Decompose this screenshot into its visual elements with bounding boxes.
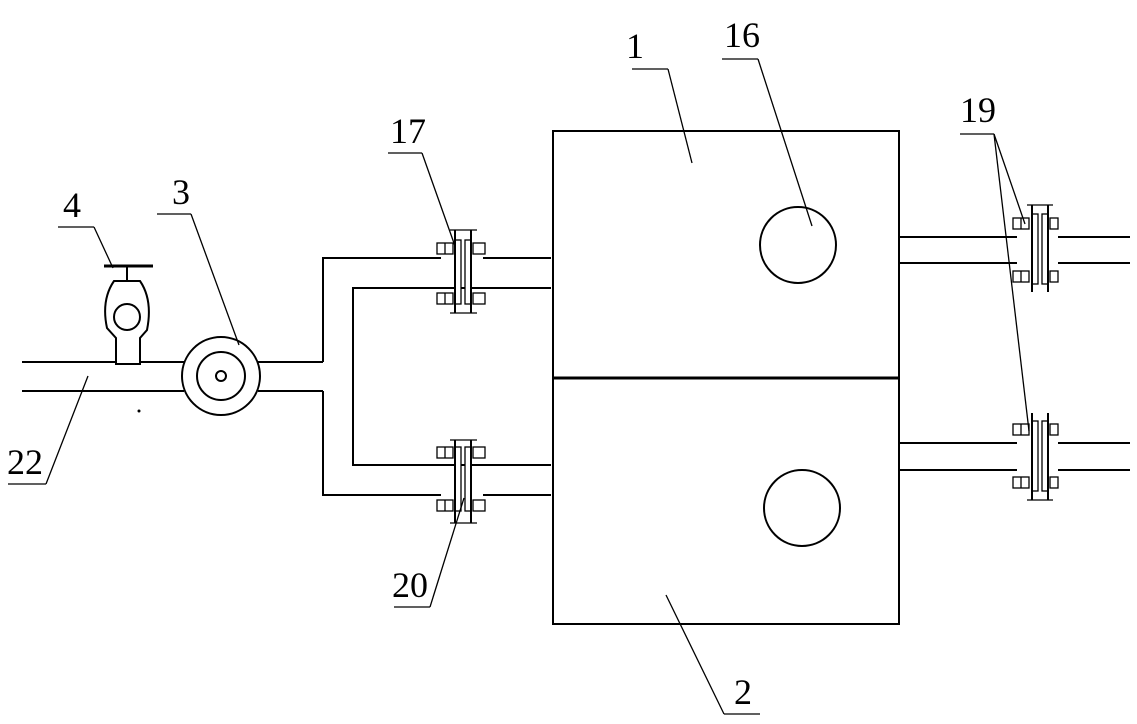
label-box-upper: 1 xyxy=(626,26,644,66)
inlet-flange-lower xyxy=(436,439,486,524)
label-box-lower: 2 xyxy=(734,672,752,712)
pump xyxy=(181,336,261,416)
branch-manifold xyxy=(322,257,551,496)
outlet-pipes xyxy=(899,236,1130,471)
leader-lines xyxy=(8,58,1030,715)
reference-numerals: 1 16 17 19 4 3 22 20 2 xyxy=(7,15,996,712)
main-inlet-pipe xyxy=(22,361,323,413)
label-pump: 3 xyxy=(172,172,190,212)
box-lower xyxy=(552,376,900,625)
label-inlet-flange-upper: 17 xyxy=(390,111,426,151)
sight-glass-lower xyxy=(763,469,841,547)
label-sight-glass: 16 xyxy=(724,15,760,55)
outlet-flange-upper xyxy=(1012,204,1059,292)
label-outlet-flanges: 19 xyxy=(960,90,996,130)
label-inlet-flange-lower: 20 xyxy=(392,565,428,605)
label-valve: 4 xyxy=(63,185,81,225)
valve xyxy=(104,264,153,365)
sight-glass-upper xyxy=(759,206,837,284)
outlet-flange-lower xyxy=(1012,413,1059,501)
label-main-pipe: 22 xyxy=(7,442,43,482)
box-upper xyxy=(552,130,900,379)
inlet-flange-upper xyxy=(436,229,486,314)
